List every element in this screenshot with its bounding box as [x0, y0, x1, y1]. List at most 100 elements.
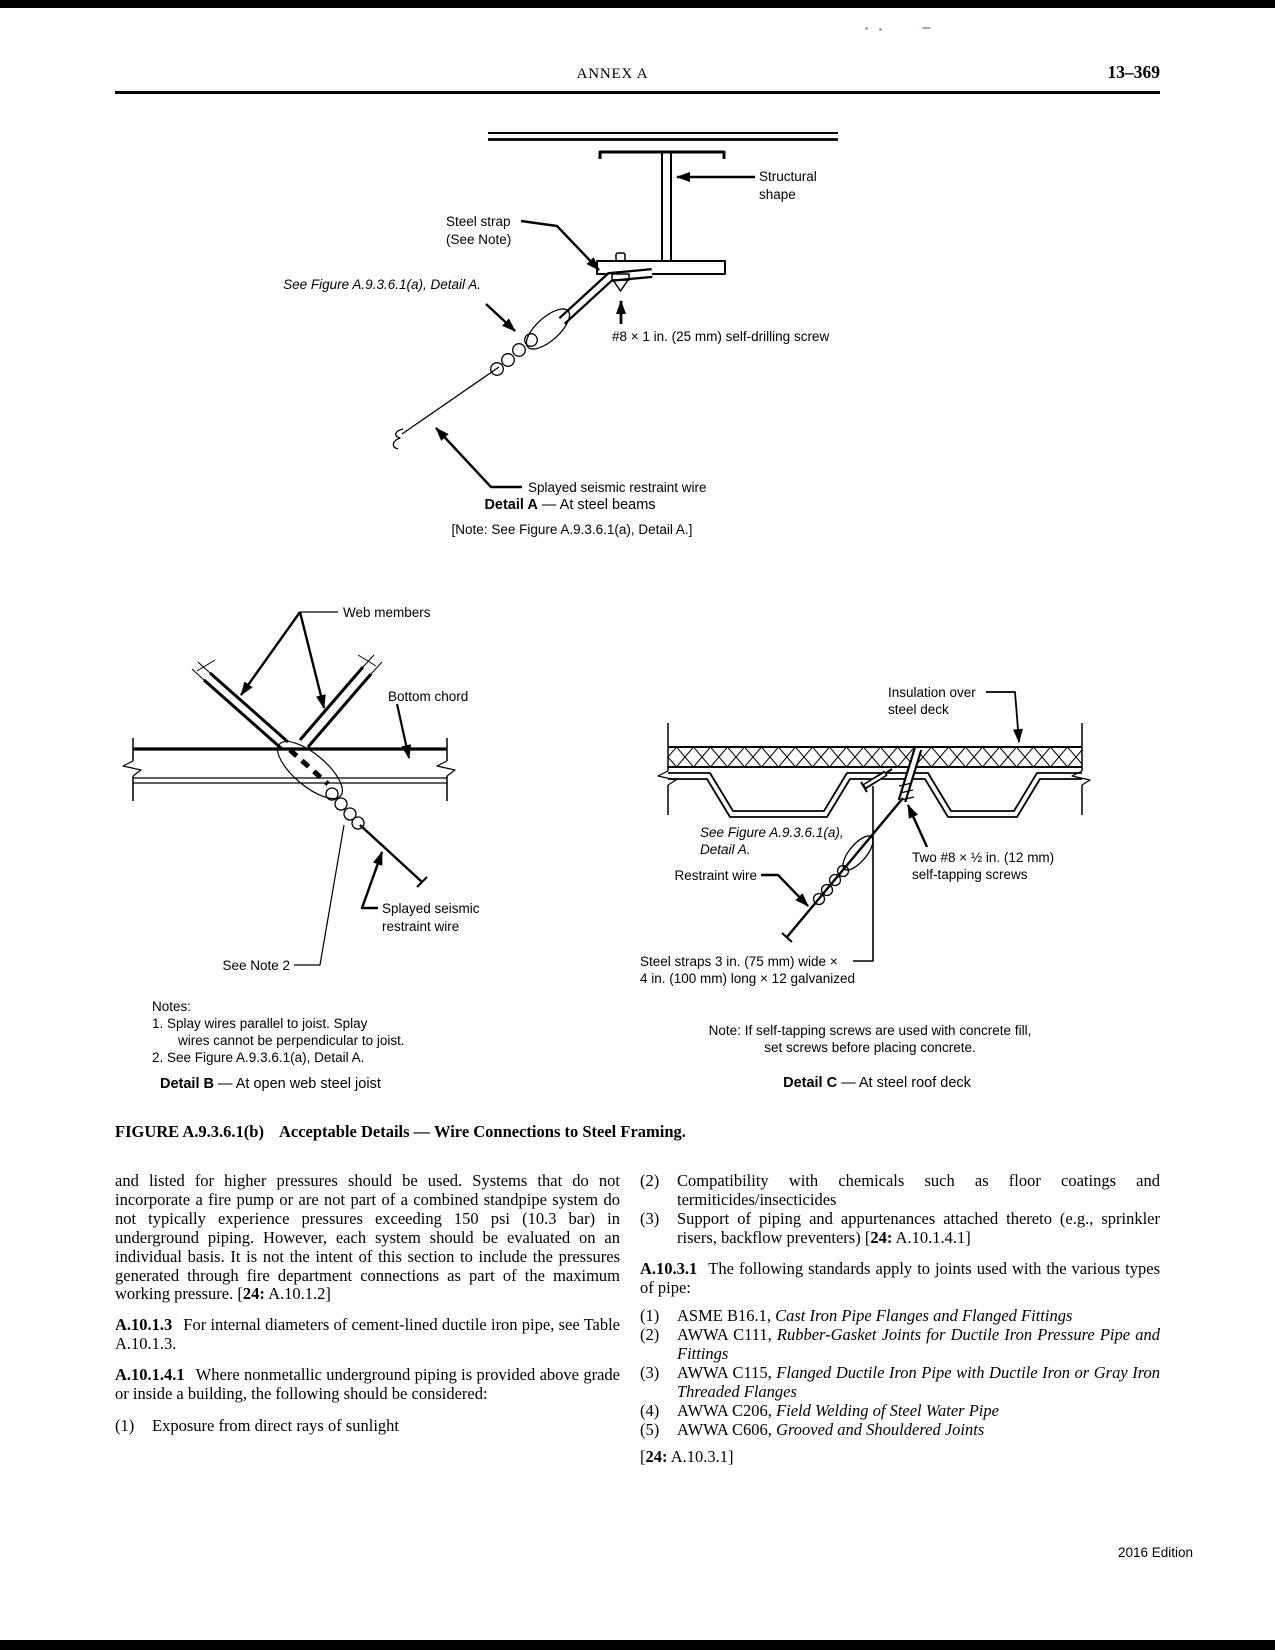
standard-name: ASME B16.1, — [677, 1306, 776, 1326]
right-column: (2) Compatibility with chemicals such as … — [640, 1171, 1161, 1467]
scan-artifact — [865, 27, 868, 30]
citation: [ — [237, 1284, 243, 1304]
web-members — [191, 654, 383, 751]
label-see-note-2: See Note 2 — [222, 958, 290, 973]
section-number: A.10.1.4.1 — [115, 1365, 185, 1385]
header-rule — [115, 91, 1160, 94]
label-steel-strap: (See Note) — [446, 232, 511, 247]
list-number: (3) — [640, 1363, 660, 1383]
list-number: (2) — [640, 1171, 660, 1190]
strap-and-screws — [860, 747, 923, 803]
list-number: (1) — [640, 1306, 660, 1326]
paragraph-text: For internal diameters of cement-lined d… — [115, 1315, 620, 1354]
citation: A.10.1.2] — [264, 1284, 331, 1304]
standard-item: (4) AWWA C206, Field Welding of Steel Wat… — [640, 1400, 1160, 1421]
label-splayed-wire: Splayed seismic restraint wire — [528, 480, 707, 495]
standard-item: (2) AWWA C111, Rubber-Gasket Joints for D… — [640, 1325, 1160, 1364]
insulation-layer — [668, 746, 1082, 768]
detail-c-diagram: Insulation over steel deck See Figure A.… — [640, 685, 1091, 1091]
standard-title: Field Welding of Steel Water Pipe — [776, 1400, 999, 1420]
citation-number: 24: — [645, 1446, 668, 1466]
list-number: (2) — [640, 1325, 660, 1345]
label-steel-straps: 4 in. (100 mm) long × 12 galvanized — [640, 971, 855, 986]
standard-name: AWWA C115, — [677, 1363, 777, 1383]
label-steel-strap: Steel strap — [446, 214, 511, 229]
wire-connection — [277, 740, 428, 966]
leader-arrows — [761, 691, 1023, 962]
ceiling-lines — [488, 132, 838, 141]
bottom-chord — [122, 738, 456, 801]
standard-item: (3) AWWA C115, Flanged Ductile Iron Pipe … — [640, 1363, 1161, 1402]
detail-c-caption-bold: Detail C — [783, 1075, 838, 1091]
standard-title: Cast Iron Pipe Flanges and Flanged Fitti… — [775, 1306, 1073, 1326]
label-splayed-wire: restraint wire — [382, 919, 459, 934]
detail-b-diagram: Web members Bottom chord Splayed seismic… — [122, 605, 480, 1092]
figure-caption-title: Acceptable Details — Wire Connections to… — [278, 1122, 686, 1141]
list-number: (5) — [640, 1419, 660, 1439]
label-see-figure: See Figure A.9.3.6.1(a), — [700, 825, 844, 840]
standard-name: AWWA C206, — [677, 1400, 777, 1420]
standard-name: AWWA C111, — [677, 1325, 777, 1345]
standard-item: (5)AWWA C606, Grooved and Shouldered Joi… — [640, 1419, 1160, 1440]
restraint-wire — [392, 308, 571, 450]
standard-title: Flanged Ductile Iron Pipe with Ductile I… — [677, 1363, 1161, 1402]
detail-a-diagram: Structural shape Steel strap (See Note) … — [283, 132, 838, 537]
list-item: (1) Exposure from direct rays of sunlight — [115, 1415, 620, 1436]
list-text: Support of piping and appurtenances atta… — [677, 1208, 1160, 1247]
detail-b-caption: Detail B — At open web steel joist — [160, 1076, 381, 1092]
leader-arrows — [240, 611, 412, 910]
scan-artifact — [922, 27, 931, 29]
leader-arrows — [435, 172, 755, 489]
paragraph-text: and listed for higher pressures should b… — [115, 1171, 620, 1304]
label-bottom-chord: Bottom chord — [388, 689, 468, 704]
detail-b-caption-bold: Detail B — [160, 1076, 214, 1092]
page-number: 13–369 — [1107, 62, 1161, 82]
list-item: (2) Compatibility with chemicals such as … — [640, 1171, 1160, 1210]
standard-title: Rubber-Gasket Joints for Ductile Iron Pr… — [677, 1325, 1160, 1364]
label-splayed-wire: Splayed seismic — [382, 901, 480, 916]
list-text: Compatibility with chemicals such as flo… — [677, 1171, 1160, 1209]
list-item: (3) Support of piping and appurtenances a… — [640, 1208, 1160, 1248]
label-web-members: Web members — [343, 605, 431, 620]
figure-caption: FIGURE A.9.3.6.1(b) Acceptable Details — … — [115, 1122, 1160, 1142]
left-column: and listed for higher pressures should b… — [115, 1171, 620, 1436]
label-steel-straps: Steel straps 3 in. (75 mm) wide × — [640, 954, 838, 969]
label-insulation: Insulation over — [888, 685, 976, 700]
paragraph: and listed for higher pressures should b… — [115, 1171, 620, 1304]
citation-number: 24: — [870, 1227, 893, 1247]
standard-title: Grooved and Shouldered Joints — [776, 1419, 985, 1439]
standard-item: (1) ASME B16.1, Cast Iron Pipe Flanges an… — [640, 1306, 1160, 1326]
list-text: Exposure from direct rays of sunlight — [152, 1415, 399, 1435]
label-see-figure: Detail A. — [700, 842, 751, 857]
citation-line: [24: A.10.3.1] — [640, 1446, 1160, 1467]
paragraph-text: Where nonmetallic underground piping is … — [115, 1365, 620, 1404]
note-2: 2. See Figure A.9.3.6.1(a), Detail A. — [152, 1050, 364, 1065]
paragraph-text: The following standards apply to joints … — [640, 1258, 1160, 1297]
standards-list: (1) ASME B16.1, Cast Iron Pipe Flanges an… — [640, 1306, 1161, 1440]
citation: A.10.3.1] — [667, 1446, 734, 1466]
note-1: wires cannot be perpendicular to joist. — [177, 1033, 405, 1048]
list-number: (1) — [115, 1415, 135, 1435]
citation: A.10.1.4.1] — [892, 1227, 971, 1247]
detail-c-caption-rest: — At steel roof deck — [837, 1075, 972, 1091]
detail-c-caption: Detail C — At steel roof deck — [783, 1075, 972, 1091]
detail-c-note: Note: If self-tapping screws are used wi… — [709, 1023, 1032, 1038]
label-screws: self-tapping screws — [912, 867, 1028, 882]
detail-b-caption-rest: — At open web steel joist — [214, 1076, 381, 1092]
label-structural-shape: Structural — [759, 169, 817, 184]
list-number: (3) — [640, 1208, 660, 1228]
restraint-wire — [781, 797, 904, 943]
list-number: (4) — [640, 1400, 660, 1420]
detail-a-caption: Detail A — At steel beams — [484, 497, 655, 513]
section-number: A.10.3.1 — [640, 1258, 698, 1278]
label-restraint-wire: Restraint wire — [674, 868, 757, 883]
citation: [ — [640, 1446, 646, 1466]
label-insulation: steel deck — [888, 702, 949, 717]
detail-a-caption-rest: — At steel beams — [538, 497, 656, 513]
scan-edge-bottom — [0, 1640, 1275, 1650]
figure-caption-label: FIGURE A.9.3.6.1(b) — [115, 1122, 264, 1141]
detail-c-note: set screws before placing concrete. — [764, 1040, 976, 1055]
